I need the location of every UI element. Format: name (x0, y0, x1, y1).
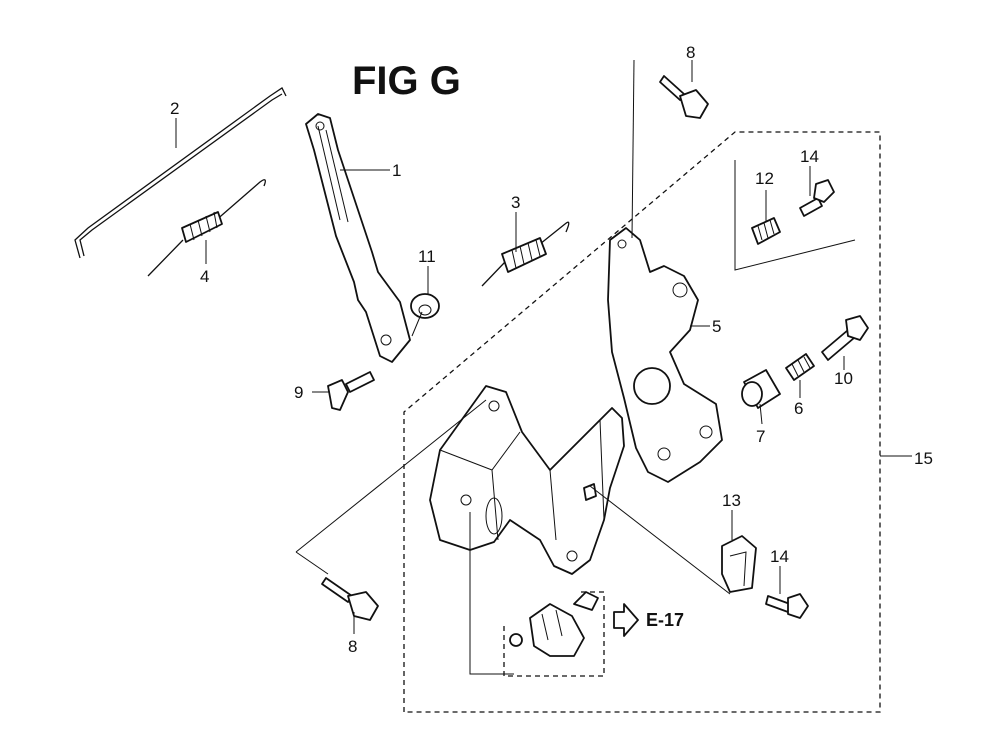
part-spring-12 (751, 217, 781, 245)
part-governor-arm (305, 113, 411, 363)
part-bolt-top (659, 75, 709, 119)
part-lever-plate (607, 227, 723, 483)
callout-5: 5 (712, 317, 721, 336)
reference-arrow-icon (613, 603, 639, 637)
part-bolt-bottom (321, 577, 379, 621)
callout-13: 13 (722, 491, 741, 510)
callout-14-bottom: 14 (770, 547, 789, 566)
callout-3: 3 (511, 193, 520, 212)
part-throttle-rod (74, 87, 287, 259)
callout-labels: 1 2 3 4 5 6 7 8 8 9 10 11 12 13 14 14 15 (170, 43, 933, 656)
part-spring-large (481, 221, 570, 287)
part-bolt-wing (327, 371, 375, 411)
part-screw-top (799, 179, 835, 217)
part-screw-bottom (765, 593, 809, 619)
sub-assembly-box (503, 591, 605, 677)
callout-6: 6 (794, 399, 803, 418)
callout-2: 2 (170, 99, 179, 118)
callout-15: 15 (914, 449, 933, 468)
callout-14-top: 14 (800, 147, 819, 166)
figure-title: FIG G (352, 59, 461, 103)
callout-4: 4 (200, 267, 209, 286)
assembly-boundary (403, 131, 881, 713)
part-spring-small (147, 179, 266, 277)
callout-8-top: 8 (686, 43, 695, 62)
part-collar (741, 369, 781, 409)
callout-7: 7 (756, 427, 765, 446)
callout-9: 9 (294, 383, 303, 402)
leader-lines (175, 59, 912, 675)
part-bushing (410, 293, 440, 319)
callout-11: 11 (418, 247, 436, 266)
callout-10: 10 (834, 369, 853, 388)
callout-1: 1 (392, 161, 401, 180)
callout-12: 12 (755, 169, 774, 188)
part-spring-6 (785, 353, 815, 381)
callout-8-bottom: 8 (348, 637, 357, 656)
reference-label: E-17 (646, 610, 684, 630)
part-main-bracket (429, 385, 625, 575)
part-screw-10 (821, 315, 869, 361)
part-clip (721, 535, 757, 593)
